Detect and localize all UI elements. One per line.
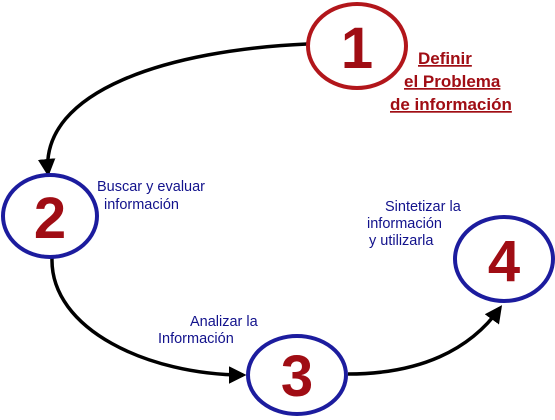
step-1-label-line-1: Definir [418,49,472,68]
step-4-ring [453,215,555,303]
arrow-step1-to-step2 [37,42,308,177]
step-2-ring [1,173,99,259]
arrow-step3-to-step4 [347,305,503,376]
step-2: 2 [1,173,99,259]
step-1-label-line-2: el Problema [404,72,501,91]
step-2-label-line-2: información [104,197,179,213]
step-4-label-line-1: Sintetizar la [385,199,462,215]
arrow-step2-to-step3 [50,257,247,384]
step-4: 4 [453,215,555,303]
step-2-label: Buscar y evaluar información [97,179,205,213]
step-3-ring [246,334,348,416]
step-1-label: Definir el Problema de información [390,49,512,114]
step-3: 3 [246,334,348,416]
step-3-label-line-2: Información [158,331,234,347]
step-1-ring [306,2,408,90]
step-4-label-line-2: información [367,216,442,232]
step-1-number: 1 [341,16,373,81]
step-4-number: 4 [488,229,520,294]
step-3-label: Analizar la Información [158,314,259,347]
step-2-label-line-1: Buscar y evaluar [97,179,205,195]
step-1: 1 [306,2,408,90]
step-3-number: 3 [281,344,313,409]
step-3-label-line-1: Analizar la [190,314,259,330]
step-1-label-line-3: de información [390,95,512,114]
step-4-label-line-3: y utilizarla [369,233,434,249]
step-2-number: 2 [34,186,66,251]
step-4-label: Sintetizar la información y utilizarla [367,199,462,249]
